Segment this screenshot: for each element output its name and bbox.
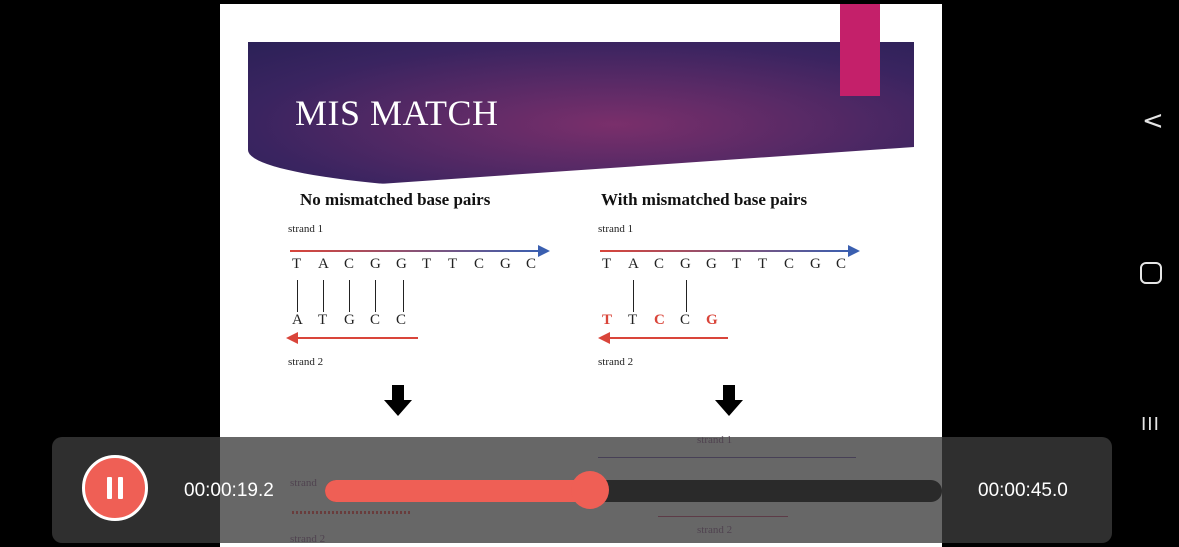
ghost-line: [598, 457, 856, 458]
right-strand1-arrow: [600, 250, 850, 252]
seek-progress: [325, 480, 591, 502]
ghost-strand2-label: strand 2: [697, 524, 733, 536]
base-letter: T: [758, 256, 768, 272]
pair-line: [323, 280, 324, 312]
base-letter: C: [526, 256, 537, 272]
pause-button[interactable]: [82, 455, 148, 521]
right-strand2-label: strand 2: [598, 356, 634, 368]
pause-icon: [118, 477, 123, 499]
base-letter: A: [318, 256, 329, 272]
right-panel-heading: With mismatched base pairs: [601, 190, 808, 209]
title-banner: [248, 42, 914, 192]
left-strand2-arrow: [298, 337, 418, 339]
pair-line: [375, 280, 376, 312]
base-letter: G: [680, 256, 691, 272]
base-letter: A: [292, 312, 303, 328]
base-letter: T: [602, 312, 613, 328]
home-nav-icon[interactable]: [1140, 262, 1162, 284]
base-letter: C: [396, 312, 407, 328]
base-letter: C: [680, 312, 691, 328]
accent-bar: [840, 4, 880, 96]
down-arrow-icon: [723, 385, 735, 401]
pair-line: [633, 280, 634, 312]
base-letter: T: [628, 312, 638, 328]
ghost-line: [292, 511, 412, 514]
ghost-strand2-left-label: strand 2: [290, 533, 326, 545]
pair-line: [349, 280, 350, 312]
elapsed-time: 00:00:19.2: [184, 480, 274, 501]
base-letter: T: [602, 256, 612, 272]
recents-nav-icon[interactable]: III: [1141, 414, 1160, 435]
left-strand2-arrowhead: [286, 332, 298, 344]
pair-line: [297, 280, 298, 312]
right-strand2-arrowhead: [598, 332, 610, 344]
base-letter: T: [318, 312, 328, 328]
base-letter: C: [784, 256, 795, 272]
left-strand1-label: strand 1: [288, 223, 324, 235]
base-letter: G: [810, 256, 821, 272]
pause-icon: [107, 477, 112, 499]
left-strand1-arrowhead: [538, 245, 550, 257]
pair-line: [686, 280, 687, 312]
base-letter: T: [292, 256, 302, 272]
down-arrow-icon: [392, 385, 404, 401]
base-letter: A: [628, 256, 639, 272]
pair-line: [403, 280, 404, 312]
base-letter: C: [474, 256, 485, 272]
right-strand1-arrowhead: [848, 245, 860, 257]
base-letter: C: [654, 312, 665, 328]
base-letter: G: [706, 256, 717, 272]
ghost-strand-label: strand: [290, 477, 317, 489]
base-letter: G: [370, 256, 381, 272]
ghost-strand1-label: strand 1: [697, 434, 733, 446]
left-panel-heading: No mismatched base pairs: [300, 190, 491, 209]
base-letter: C: [370, 312, 381, 328]
left-strand2-label: strand 2: [288, 356, 324, 368]
base-letter: G: [500, 256, 511, 272]
down-arrow-icon: [715, 400, 743, 416]
base-letter: T: [448, 256, 458, 272]
base-letter: C: [344, 256, 355, 272]
down-arrow-icon: [384, 400, 412, 416]
base-letter: G: [706, 312, 718, 328]
base-letter: C: [654, 256, 665, 272]
base-letter: C: [836, 256, 847, 272]
total-duration: 00:00:45.0: [978, 480, 1068, 501]
base-letter: G: [396, 256, 407, 272]
seek-thumb[interactable]: [571, 471, 610, 509]
slide-title: MIS MATCH: [295, 93, 499, 133]
base-letter: G: [344, 312, 355, 328]
left-strand1-arrow: [290, 250, 540, 252]
right-strand1-label: strand 1: [598, 223, 634, 235]
ghost-line: [658, 516, 788, 517]
back-nav-icon[interactable]: <: [1142, 106, 1164, 136]
right-strand2-arrow: [610, 337, 728, 339]
base-letter: T: [732, 256, 742, 272]
base-letter: T: [422, 256, 432, 272]
